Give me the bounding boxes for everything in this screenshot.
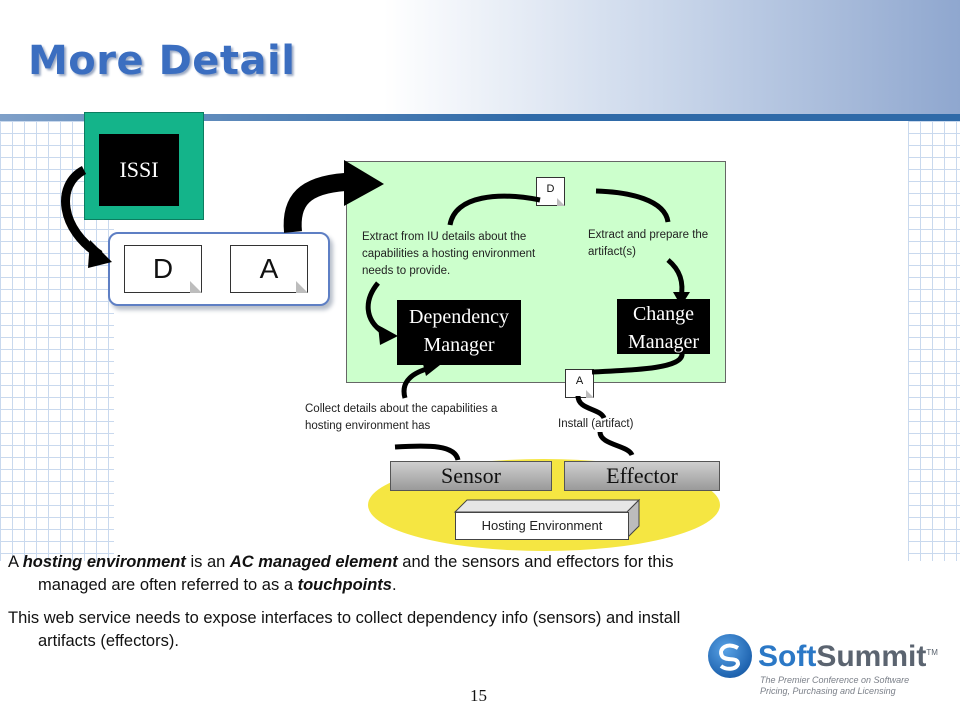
page-fold-icon [190, 281, 202, 293]
paragraph-touchpoints-line1: A hosting environment is an AC managed e… [8, 551, 908, 574]
logo-summit: Summit [816, 640, 927, 673]
note-extract-prepare: Extract and prepare the artifact(s) [588, 229, 709, 258]
slide-title: More Detail [28, 38, 296, 84]
header-rule [0, 114, 960, 121]
p1-part-h: . [391, 576, 397, 594]
change-manager: Change Manager [617, 299, 710, 354]
term-hosting-environment: hosting environment [22, 553, 186, 571]
package-doc-a: A [230, 245, 308, 293]
logo-tm: TM [926, 648, 938, 657]
p1-part-c: is an [185, 553, 230, 571]
p1-part-f: managed are often referred to as a [38, 576, 298, 594]
package-doc-a-label: A [259, 253, 279, 284]
logo-tagline: The Premier Conference on Software Prici… [760, 675, 909, 697]
p1-part-e: and the sensors and effectors for this [397, 553, 674, 571]
term-touchpoints: touchpoints [297, 576, 392, 594]
note-collect: Collect details about the capabilities a… [305, 403, 498, 432]
p2-line2: artifacts (effectors). [38, 632, 179, 650]
effector-box: Effector [564, 461, 720, 491]
logo-swirl [719, 643, 741, 671]
softsummit-logo-icon [708, 634, 752, 678]
page-number: 15 [470, 686, 487, 705]
logo-tagline-1: The Premier Conference on Software [760, 675, 910, 685]
page-fold-icon [296, 281, 308, 293]
paragraph-touchpoints-line2: managed are often referred to as a touch… [8, 574, 908, 597]
page-fold-icon [586, 390, 594, 398]
grid-right-margin [908, 121, 960, 561]
note-install: Install (artifact) [558, 418, 634, 430]
paragraph-touchpoints: A hosting environment is an AC managed e… [8, 551, 908, 597]
package-doc-d-label: D [152, 253, 174, 284]
issi-label: ISSI [99, 134, 179, 206]
paragraph-web-service: This web service needs to expose interfa… [8, 607, 908, 653]
hosting-environment-box: Hosting Environment [455, 512, 629, 540]
p2-line1: This web service needs to expose interfa… [8, 609, 681, 627]
logo-tagline-2: Pricing, Purchasing and Licensing [760, 686, 896, 696]
page-fold-icon [557, 198, 565, 206]
artifact-to-install-line [575, 395, 607, 420]
term-ac-managed-element: AC managed element [229, 553, 398, 571]
package-doc-d: D [124, 245, 202, 293]
package-to-panel-arrow [283, 173, 346, 233]
softsummit-logo-text: SoftSummitTM [758, 640, 938, 674]
sensor-box: Sensor [390, 461, 552, 491]
note-extract-iu: Extract from IU details about the capabi… [362, 231, 536, 277]
header-background [0, 0, 960, 118]
doc-a-small: A [565, 369, 594, 398]
dependency-manager: Dependency Manager [397, 300, 521, 365]
p1-part-a: A [8, 553, 23, 571]
doc-d-small: D [536, 177, 565, 206]
doc-a-small-label: A [575, 375, 584, 387]
doc-d-small-label: D [546, 183, 555, 195]
install-to-effector-arrow [597, 431, 635, 457]
logo-soft: Soft [758, 640, 817, 673]
collect-to-sensor-line [394, 443, 461, 461]
